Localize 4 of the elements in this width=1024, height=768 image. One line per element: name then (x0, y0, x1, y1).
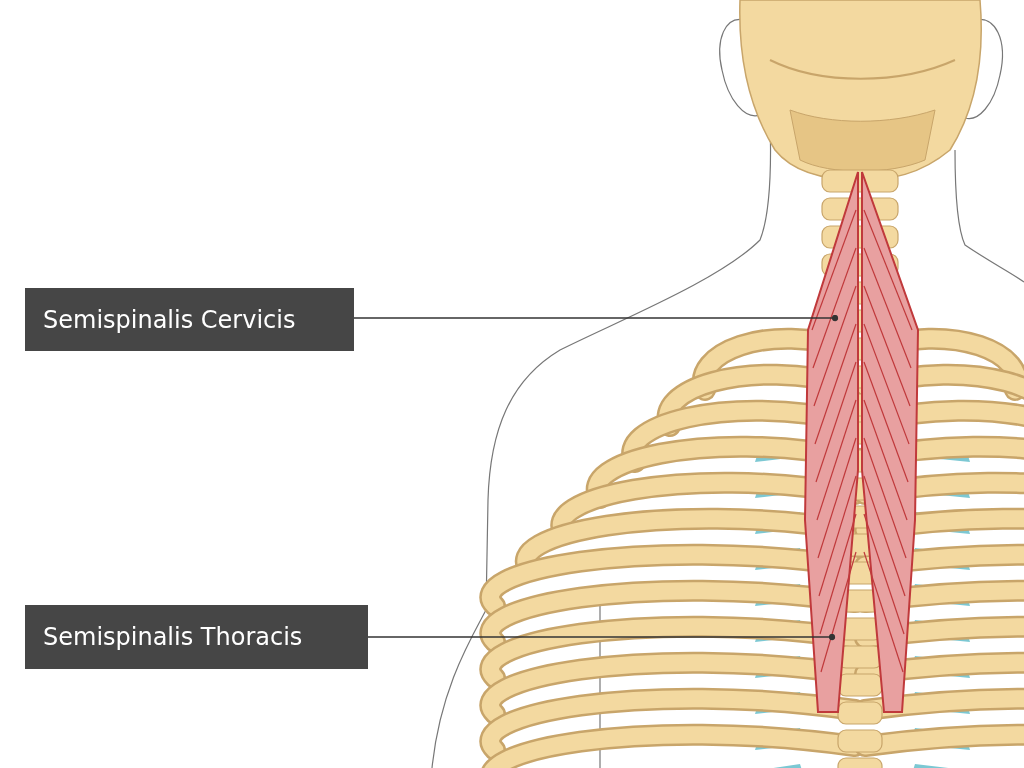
label-box: Semispinalis Cervicis (25, 288, 354, 351)
label-box: Semispinalis Thoracis (25, 605, 368, 669)
leader-line (367, 633, 836, 641)
leader-line (353, 314, 839, 322)
